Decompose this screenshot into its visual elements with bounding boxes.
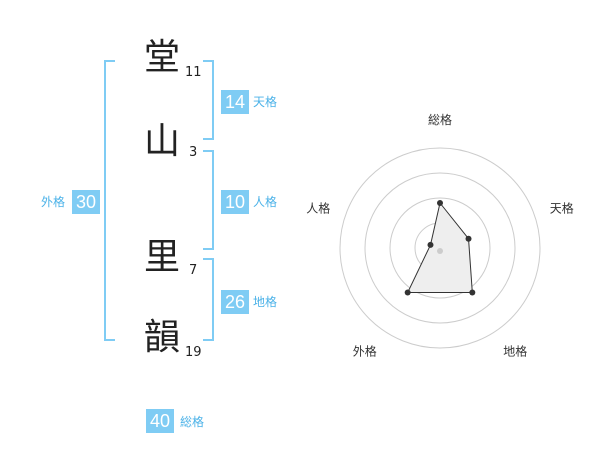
radar-axis-label-5: 人格 [306,200,330,215]
name-char-4: 韻 [144,317,181,358]
tenkaku-value: 14 [221,90,249,114]
radar-center-dot [437,248,443,254]
radar-axis-label-1: 総格 [428,112,452,127]
stroke-count-4: 19 [185,345,202,360]
radar-axis-label-4: 外格 [353,344,377,359]
stroke-count-3: 7 [189,263,198,278]
name-char-2: 山 [144,121,181,162]
stroke-count-1: 11 [185,65,202,80]
gaikaku-bracket [104,60,115,341]
radar-value-polygon [406,201,473,293]
radar-ring-2 [389,197,491,299]
radar-point-3 [469,289,476,296]
chikaku-value: 26 [221,290,249,314]
radar-axis-label-2: 天格 [550,200,574,215]
jinkaku-label: 人格 [253,195,278,209]
gaikaku-value: 30 [72,190,100,214]
tenkaku-bracket [203,60,214,140]
chikaku-bracket [203,258,214,341]
tenkaku-label: 天格 [253,95,278,109]
radar-ring-3 [364,172,516,324]
radar-axis-label-3: 地格 [503,344,527,359]
stroke-count-2: 3 [189,145,198,160]
radar-point-4 [404,289,411,296]
jinkaku-bracket [203,150,214,250]
name-char-1: 堂 [144,37,181,78]
radar-point-2 [465,235,472,242]
radar-ring-4 [339,147,541,349]
radar-point-1 [437,200,443,206]
jinkaku-value: 10 [221,190,249,214]
gaikaku-label: 外格 [41,195,66,209]
soukaku-label: 総格 [180,415,205,429]
soukaku-value: 40 [146,409,174,433]
chikaku-label: 地格 [253,295,278,309]
name-char-3: 里 [144,237,181,278]
radar-point-5 [427,241,434,248]
